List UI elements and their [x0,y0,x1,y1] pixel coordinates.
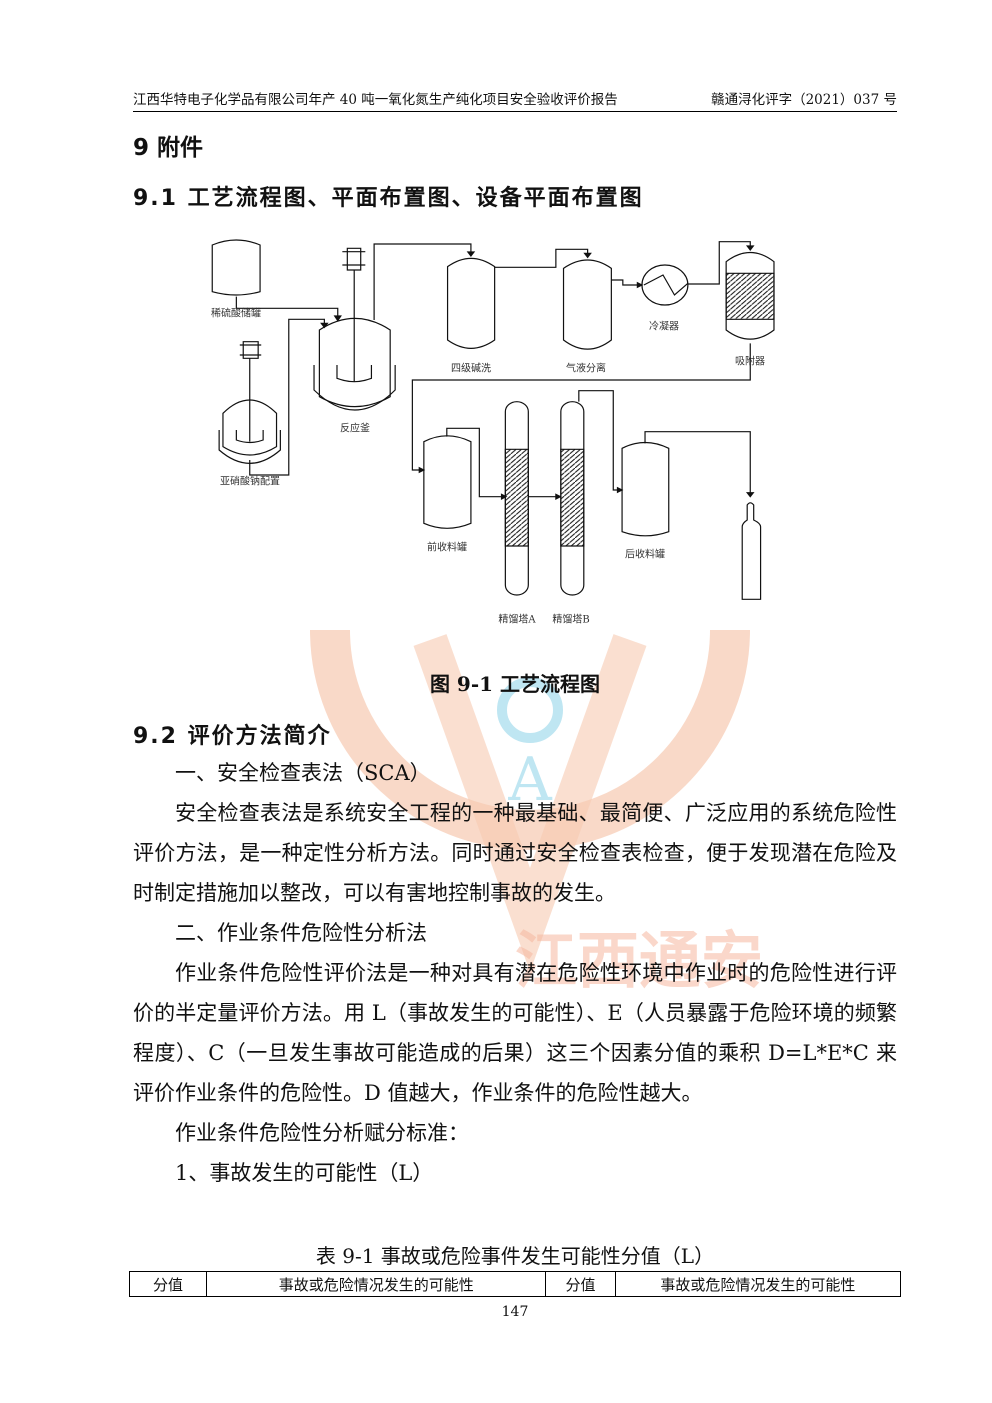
page-header: 江西华特电子化学品有限公司年产 40 吨一氧化氮生产纯化项目安全验收评价报告 赣… [133,88,897,112]
label-acid-tank: 稀硫酸储罐 [211,308,261,320]
pipe [688,242,750,284]
table-header-cell: 分值 [128,1271,208,1297]
separator-tank [564,260,612,349]
pipe [645,432,750,493]
paragraph: 安全检查表法是系统安全工程的一种最基础、最简便、广泛应用的系统危险性评价方法，是… [133,801,897,905]
front-tank [424,436,471,529]
pipe [579,391,618,490]
subsection-title: 9.1 工艺流程图、平面布置图、设备平面布置图 [133,186,644,211]
paragraph: 作业条件危险性评价法是一种对具有潜在危险性环境中作业时的危险性进行评价的半定量评… [133,961,897,1105]
column-a [505,402,528,595]
label-reactor: 反应釜 [340,423,370,435]
header-report-number: 赣通浔化评字（2021）037 号 [711,92,897,108]
paragraph: 作业条件危险性分析赋分标准： [175,1121,469,1145]
table-header-cell: 事故或危险情况发生的可能性 [614,1271,902,1297]
gas-cylinder [742,503,760,600]
label-rear-tank: 后收料罐 [625,549,665,561]
pipe [250,319,325,475]
label-nitrite: 亚硝酸钠配置 [220,476,280,488]
rear-tank [622,443,669,536]
label-column-a: 精馏塔A [498,614,536,626]
label-adsorber: 吸附器 [735,356,765,368]
paragraph: 1、事故发生的可能性（L） [175,1161,434,1185]
acid-tank [212,240,260,295]
header-title: 江西华特电子化学品有限公司年产 40 吨一氧化氮生产纯化项目安全验收评价报告 [133,92,618,108]
table-header-cell: 事故或危险情况发生的可能性 [206,1271,547,1297]
section-title: 9 附件 [133,135,204,161]
pipe [236,297,337,318]
subsection-title: 9.2 评价方法简介 [133,724,332,749]
column-b [561,402,584,595]
label-separator: 气液分离 [566,363,606,375]
nitrite-vessel [219,342,280,464]
pipe [447,428,502,496]
label-column-b: 精馏塔B [552,614,590,626]
washer-tank [448,258,495,348]
pipe [611,280,638,285]
page-number: 147 [501,1304,529,1320]
likelihood-table: 分值 事故或危险情况发生的可能性 分值 事故或危险情况发生的可能性 [128,1271,902,1297]
pipe [374,244,471,320]
process-flow-diagram [200,230,800,630]
table-header-row: 分值 事故或危险情况发生的可能性 分值 事故或危险情况发生的可能性 [128,1271,902,1297]
table-header-cell: 分值 [545,1271,616,1297]
paragraph: 一、安全检查表法（SCA） [175,761,431,785]
table-caption: 表 9-1 事故或危险事件发生可能性分值（L） [315,1244,715,1268]
label-condenser: 冷凝器 [649,321,679,333]
paragraph: 二、作业条件危险性分析法 [175,921,427,945]
adsorber [726,253,774,340]
label-washer: 四级碱洗 [451,363,491,375]
body-text: 一、安全检查表法（SCA） 安全检查表法是系统安全工程的一种最基础、最简便、广泛… [133,753,897,1193]
condenser [642,265,688,305]
reactor [314,248,395,410]
figure-caption: 图 9-1 工艺流程图 [429,672,601,696]
label-front-tank: 前收料罐 [427,542,467,554]
pipe [412,343,750,470]
pipe [495,249,588,267]
